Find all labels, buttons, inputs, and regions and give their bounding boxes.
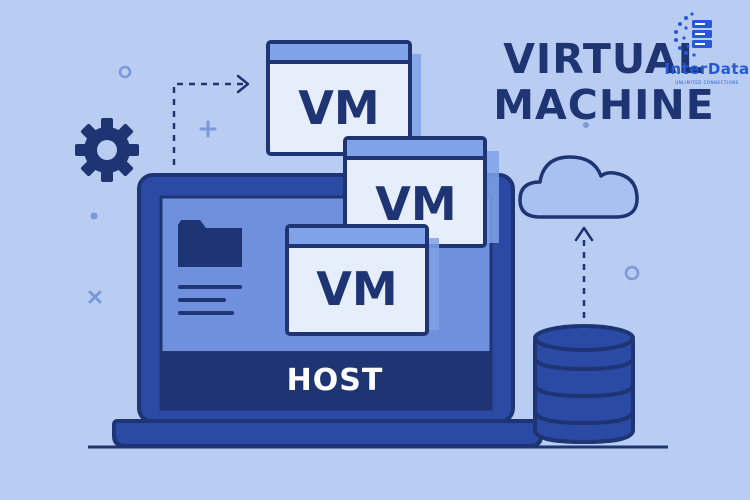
vm-label: VM xyxy=(298,81,379,135)
arrow-up-icon xyxy=(574,226,594,318)
decor-dot xyxy=(583,122,589,128)
vm-window-1: VM xyxy=(266,40,421,156)
laptop-base xyxy=(112,419,543,448)
host-bar xyxy=(161,351,491,409)
arrow-right-icon xyxy=(172,74,250,165)
decor-dot xyxy=(90,212,98,220)
plus-icon xyxy=(199,120,217,138)
title-line-2: MACHINE xyxy=(493,81,715,129)
logo-mark-icon xyxy=(674,12,712,57)
document-lines xyxy=(178,285,242,315)
database-icon xyxy=(533,324,635,445)
brand-logo: InterData UNLIMITED CONNECTIONS xyxy=(664,8,750,98)
decor-dot xyxy=(624,265,640,281)
cloud-icon xyxy=(518,155,639,219)
cross-icon xyxy=(88,290,102,304)
vm-label: VM xyxy=(316,262,397,316)
logo-name: InterData xyxy=(664,60,750,78)
logo-tagline: UNLIMITED CONNECTIONS xyxy=(675,80,739,85)
page-title: VIRTUAL MACHINE xyxy=(478,36,730,128)
gear-icon xyxy=(75,118,139,182)
vm-label: VM xyxy=(375,177,456,231)
title-line-1: VIRTUAL xyxy=(503,35,705,83)
decor-dot xyxy=(118,65,132,79)
host-label: HOST xyxy=(287,363,384,398)
vm-window-3: VM xyxy=(285,224,439,336)
folder-icon xyxy=(178,220,242,267)
